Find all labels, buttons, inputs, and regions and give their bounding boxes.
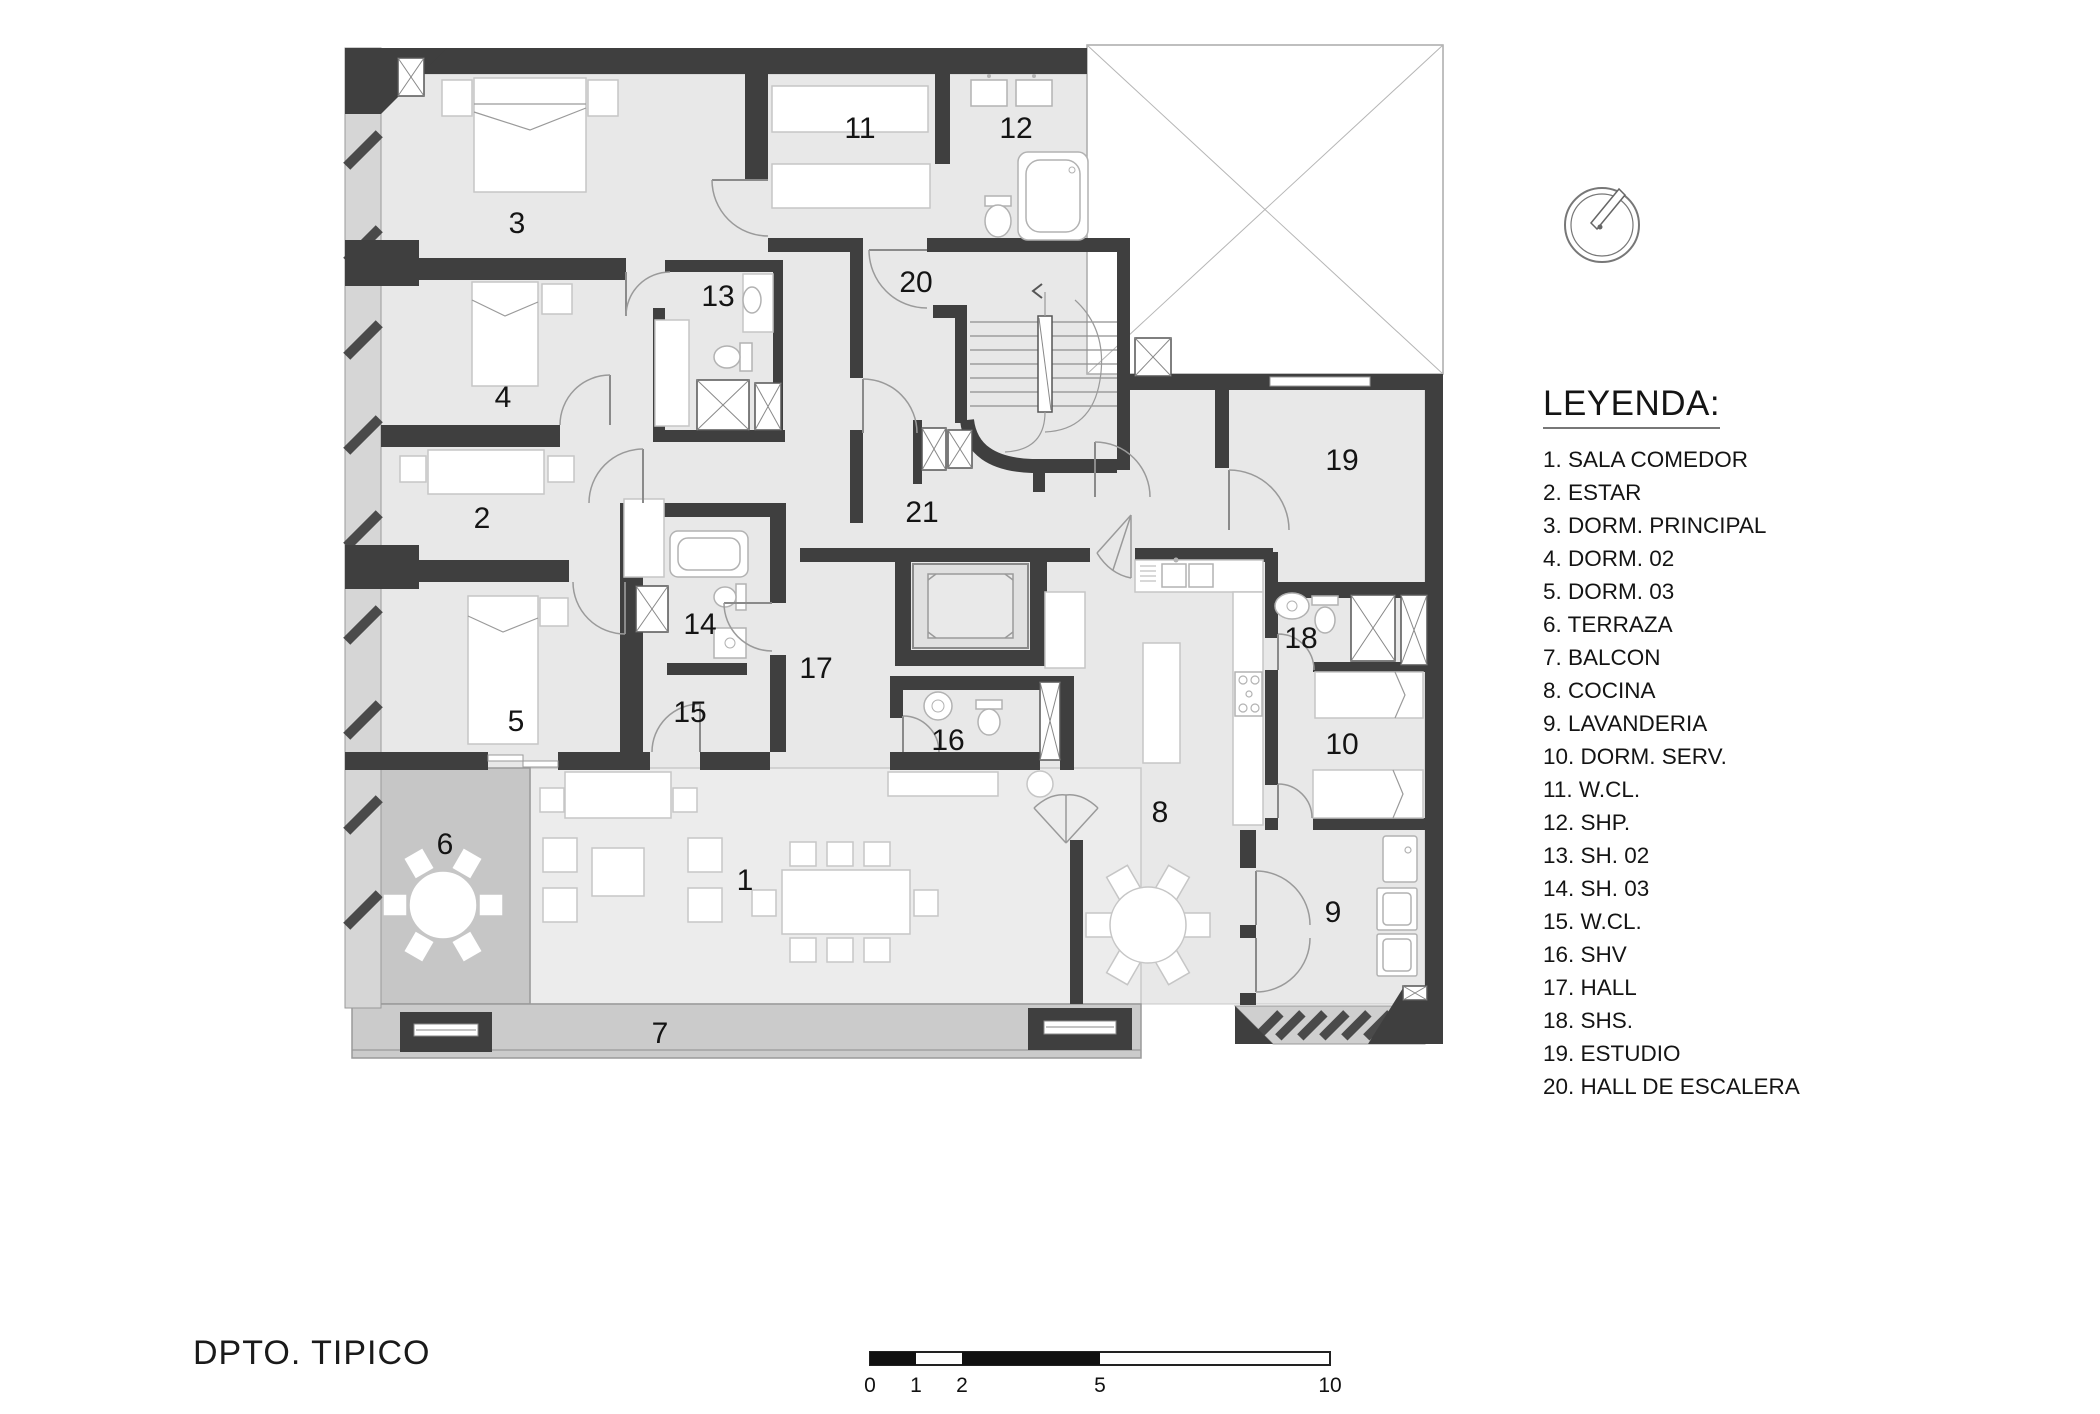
void-area xyxy=(1086,44,1444,375)
legend-item-12: 12. SHP. xyxy=(1543,810,1631,835)
legend-item-14: 14. SH. 03 xyxy=(1543,876,1650,901)
x-boxes xyxy=(397,57,1428,1001)
room-label-6: 6 xyxy=(437,828,454,861)
room-label-11: 11 xyxy=(844,112,875,145)
room-label-13: 13 xyxy=(701,280,734,313)
legend-item-5: 5. DORM. 03 xyxy=(1543,579,1675,604)
legend-item-11: 11. W.CL. xyxy=(1543,777,1641,802)
staircase xyxy=(970,283,1117,453)
legend-item-4: 4. DORM. 02 xyxy=(1543,546,1675,571)
north-compass-icon xyxy=(1564,187,1640,263)
legend-item-15: 15. W.CL. xyxy=(1543,909,1642,934)
room-label-21: 21 xyxy=(905,496,938,529)
room-label-5: 5 xyxy=(508,705,525,738)
room-label-16: 16 xyxy=(931,724,964,757)
walls xyxy=(345,48,1443,1044)
room-labels: 1 2 3 4 5 6 7 8 9 10 11 12 13 14 15 16 1… xyxy=(437,112,1359,1050)
legend-item-18: 18. SHS. xyxy=(1543,1008,1634,1033)
scale-label-0: 0 xyxy=(864,1374,876,1397)
scale-bar: 0 1 2 5 10 xyxy=(864,1351,1342,1397)
legend-item-20: 20. HALL DE ESCALERA xyxy=(1543,1074,1800,1099)
furniture xyxy=(382,77,1424,1052)
legend-item-7: 7. BALCON xyxy=(1543,645,1661,670)
room-label-10: 10 xyxy=(1325,728,1358,761)
legend-item-19: 19. ESTUDIO xyxy=(1543,1041,1681,1066)
legend-item-9: 9. LAVANDERIA xyxy=(1543,711,1708,736)
room-label-18: 18 xyxy=(1284,622,1317,655)
scale-label-5: 5 xyxy=(1094,1374,1106,1397)
scale-label-2: 2 xyxy=(956,1374,968,1397)
legend: LEYENDA: 1. SALA COMEDOR 2. ESTAR 3. DOR… xyxy=(1543,384,1800,1103)
bath-fixtures xyxy=(669,74,1339,736)
legend-item-13: 13. SH. 02 xyxy=(1543,843,1650,868)
scale-label-10: 10 xyxy=(1318,1374,1341,1397)
page-title: DPTO. TIPICO xyxy=(193,1334,431,1372)
room-label-17: 17 xyxy=(799,652,832,685)
room-label-14: 14 xyxy=(683,608,716,641)
scale-label-1: 1 xyxy=(910,1374,922,1397)
elevator xyxy=(912,563,1029,649)
room-label-8: 8 xyxy=(1152,796,1169,829)
legend-item-17: 17. HALL xyxy=(1543,975,1637,1000)
legend-item-3: 3. DORM. PRINCIPAL xyxy=(1543,513,1767,538)
doors xyxy=(487,179,1315,993)
legend-item-1: 1. SALA COMEDOR xyxy=(1543,447,1749,472)
room-label-4: 4 xyxy=(495,381,512,414)
legend-item-2: 2. ESTAR xyxy=(1543,480,1642,505)
legend-item-10: 10. DORM. SERV. xyxy=(1543,744,1727,769)
room-label-15: 15 xyxy=(673,696,706,729)
legend-items: 1. SALA COMEDOR 2. ESTAR 3. DORM. PRINCI… xyxy=(1543,443,1800,1103)
room-label-3: 3 xyxy=(509,207,526,240)
legend-title: LEYENDA: xyxy=(1543,384,1721,429)
legend-item-16: 16. SHV xyxy=(1543,942,1627,967)
room-label-12: 12 xyxy=(999,112,1032,145)
legend-item-6: 6. TERRAZA xyxy=(1543,612,1673,637)
room-label-9: 9 xyxy=(1325,896,1342,929)
room-label-20: 20 xyxy=(899,266,932,299)
room-label-1: 1 xyxy=(737,864,754,897)
legend-item-8: 8. COCINA xyxy=(1543,678,1656,703)
planter xyxy=(1028,1008,1132,1050)
room-label-7: 7 xyxy=(652,1017,669,1050)
planter xyxy=(400,1012,492,1052)
left-hatch-strip xyxy=(343,47,383,1009)
room-label-19: 19 xyxy=(1325,444,1358,477)
room-label-2: 2 xyxy=(474,502,491,535)
